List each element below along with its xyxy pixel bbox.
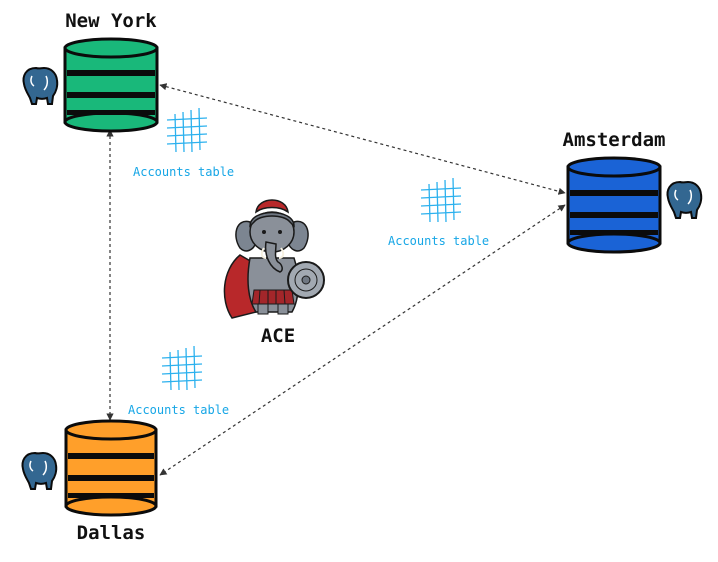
table-label: Accounts table [128, 403, 229, 417]
connections [106, 83, 566, 476]
node-label-amsterdam: Amsterdam [563, 129, 666, 151]
connection-newyork-amsterdam [159, 83, 566, 195]
node-dallas[interactable]: Dallas [21, 419, 158, 544]
table-grid-icon [420, 177, 462, 223]
database-cylinder-icon [63, 37, 159, 133]
connection-amsterdam-dallas [159, 204, 566, 476]
spartan-elephant-mascot-icon [223, 199, 325, 319]
table-ny-amsterdam: Accounts table [133, 107, 234, 179]
table-amsterdam-dallas: Accounts table [388, 177, 489, 248]
postgresql-elephant-icon [666, 180, 703, 219]
node-new-york[interactable]: New York [22, 10, 159, 133]
ace-mascot: ACE [223, 199, 325, 347]
table-grid-icon [161, 345, 203, 391]
node-amsterdam[interactable]: Amsterdam [563, 129, 703, 254]
table-label: Accounts table [133, 165, 234, 179]
postgresql-elephant-icon [21, 451, 58, 490]
database-cylinder-icon [64, 419, 158, 517]
ace-label: ACE [261, 325, 295, 347]
table-grid-icon [166, 107, 208, 153]
node-label-dallas: Dallas [77, 522, 146, 544]
postgresql-elephant-icon [22, 66, 59, 105]
database-cylinder-icon [566, 156, 662, 254]
table-label: Accounts table [388, 234, 489, 248]
node-label-new-york: New York [65, 10, 157, 32]
table-ny-dallas: Accounts table [128, 345, 229, 417]
